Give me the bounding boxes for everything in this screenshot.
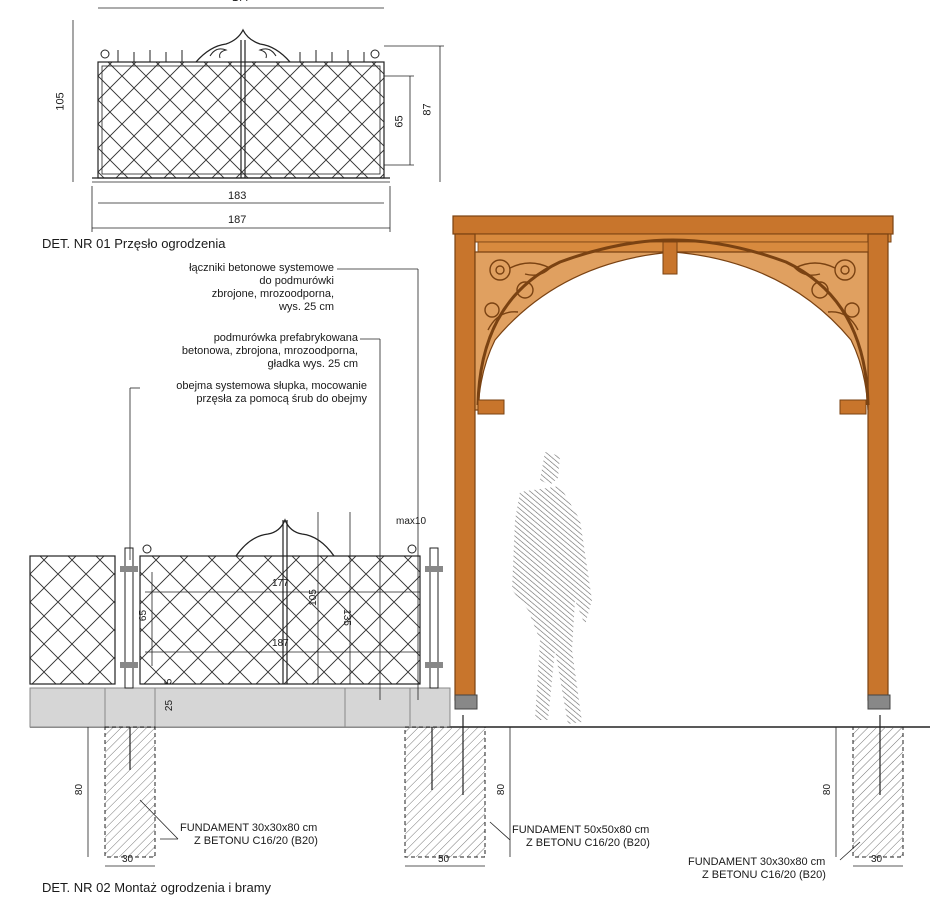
det02-title: DET. NR 02 Montaż ogrodzenia i bramy [42, 880, 272, 895]
dim-max10: max10 [396, 516, 427, 527]
dim-65: 65 [138, 609, 150, 622]
dim-5: 5 [163, 678, 175, 685]
dim-105: 105 [307, 589, 319, 606]
fence-panels [29, 512, 443, 689]
det01-dim-height-total: 105 [54, 92, 67, 111]
det01-dim-width-outer: 187 [228, 214, 247, 226]
det01-dim-top: 177 [232, 0, 250, 5]
person-silhouette-icon [512, 452, 592, 724]
callout-leaders [129, 268, 861, 861]
det01-dim-height-right: 87 [421, 103, 434, 116]
callout-clamp: obejma systemowa słupka, mocowanie przęs… [176, 380, 367, 405]
foundation-label-1: FUNDAMENT 30x30x80 cm Z BETONU C16/20 (B… [180, 822, 318, 847]
fdn1-width: 30 [122, 854, 134, 865]
fdn2-depth: 80 [496, 783, 508, 796]
fdn1-depth: 80 [74, 783, 86, 796]
foundation-label-3: FUNDAMENT 30x30x80 cm Z BETONU C16/20 (B… [688, 856, 826, 881]
fdn3-depth: 80 [822, 783, 834, 796]
det01-title: DET. NR 01 Przęsło ogrodzenia [42, 236, 226, 251]
dim-187: 187 [272, 638, 289, 649]
foundation-label-2: FUNDAMENT 50x50x80 cm Z BETONU C16/20 (B… [512, 824, 650, 849]
timber-gate [452, 215, 894, 710]
det01-dim-mesh: 65 [393, 115, 406, 128]
dim-135: 135 [340, 609, 352, 626]
callout-connectors: łączniki betonowe systemowe do podmurówk… [189, 262, 334, 313]
plinth [29, 687, 451, 728]
fdn3-width: 30 [871, 854, 883, 865]
fdn2-width: 50 [438, 854, 450, 865]
callout-plinth: podmurówka prefabrykowana betonowa, zbro… [181, 332, 358, 370]
det01-dim-width-inner: 183 [228, 190, 247, 202]
dim-25: 25 [164, 699, 176, 712]
det01-panel [72, 7, 444, 232]
dim-177: 177 [272, 578, 289, 589]
foundations [87, 715, 904, 867]
